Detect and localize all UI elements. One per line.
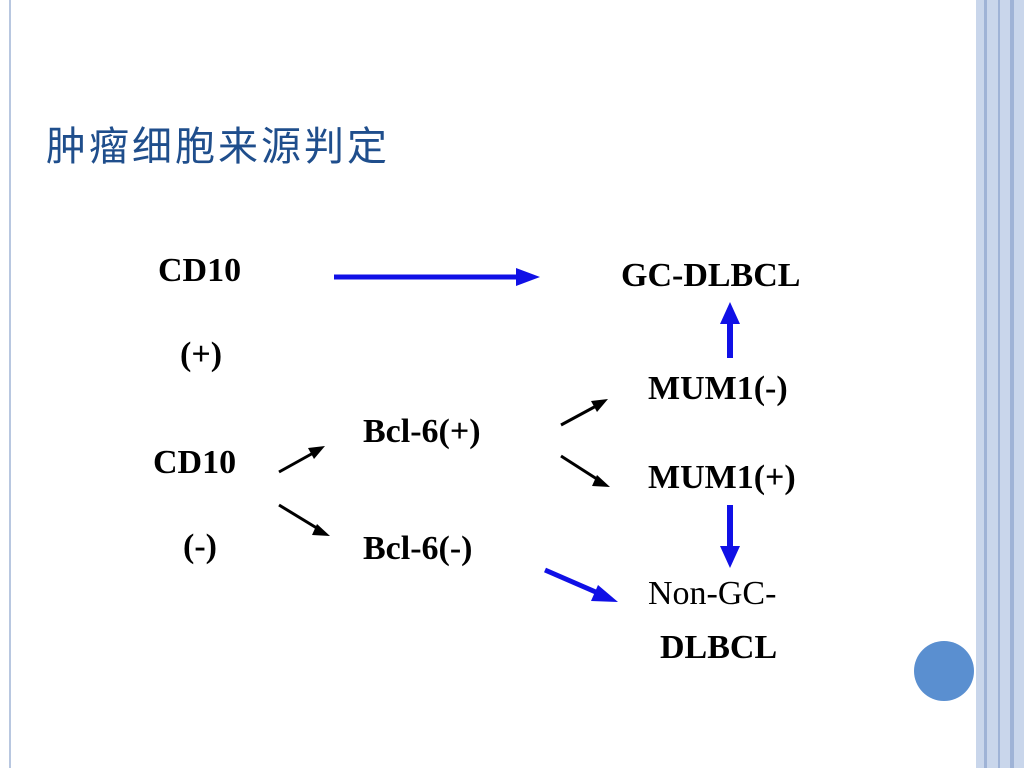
bcl6-positive-label: Bcl-6(+): [363, 413, 481, 450]
bcl6-negative-label: Bcl-6(-): [363, 530, 473, 567]
arrow-bcl6neg-to-nongc: [544, 567, 618, 602]
mum1-positive-label: MUM1(+): [648, 459, 796, 496]
cd10-negative-sign: (-): [183, 528, 217, 565]
right-border-stripes: [976, 0, 1024, 768]
left-border-line: [9, 0, 11, 768]
cd10-positive-sign: (+): [180, 336, 223, 373]
cd10-positive-label: CD10: [158, 252, 242, 289]
decorative-circle: [914, 641, 974, 701]
arrow-mum1pos-to-nongc: [720, 505, 740, 568]
arrow-bcl6pos-to-mum1pos: [560, 454, 610, 487]
mum1-negative-label: MUM1(-): [648, 370, 788, 407]
arrow-bcl6pos-to-mum1neg: [560, 399, 608, 427]
slide-title: 肿瘤细胞来源判定: [46, 124, 390, 170]
cd10-negative-label: CD10: [153, 444, 237, 481]
arrow-mum1neg-to-gc: [720, 302, 740, 358]
arrow-cd10neg-to-bcl6pos: [278, 446, 325, 474]
non-gc-dlbcl-label-line2: DLBCL: [660, 629, 778, 666]
non-gc-dlbcl-label-line1: Non-GC-: [648, 575, 777, 612]
arrow-cd10pos-to-gc: [334, 268, 540, 286]
gc-dlbcl-label: GC-DLBCL: [621, 257, 801, 294]
arrow-cd10neg-to-bcl6neg: [278, 503, 330, 536]
